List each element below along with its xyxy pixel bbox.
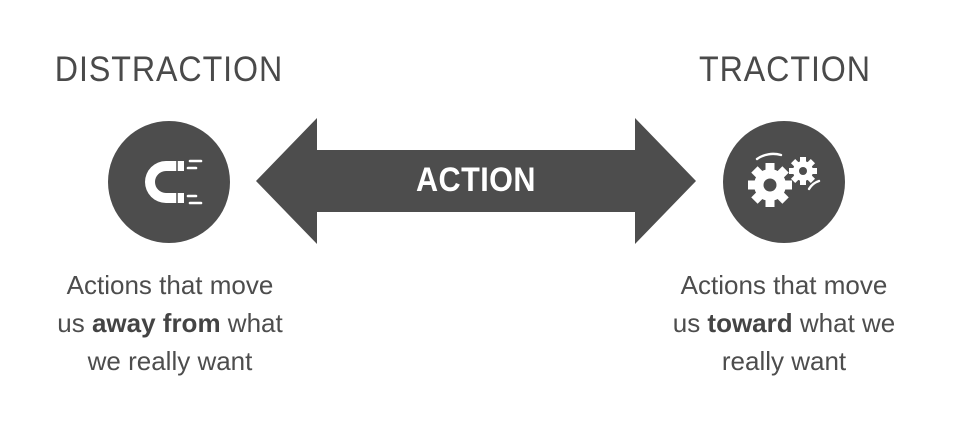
distraction-circle <box>108 121 230 243</box>
traction-heading: TRACTION <box>699 50 871 89</box>
action-label: ACTION <box>415 161 536 199</box>
distraction-desc-line1: Actions that move <box>66 270 274 300</box>
traction-circle <box>723 121 845 243</box>
distraction-heading: DISTRACTION <box>54 50 284 89</box>
traction-desc-line2-post: what we <box>792 308 896 338</box>
traction-desc-line3: really want <box>721 346 847 376</box>
distraction-desc-line3: we really want <box>87 346 253 376</box>
gears-icon <box>748 152 821 207</box>
distraction-desc-emphasis: away from <box>91 308 221 338</box>
traction-description: Actions that move us toward what we real… <box>634 266 934 380</box>
traction-desc-line2-pre: us <box>672 308 708 338</box>
distraction-description: Actions that move us away from what we r… <box>20 266 320 380</box>
action-double-arrow <box>256 118 696 244</box>
traction-desc-emphasis: toward <box>707 308 793 338</box>
traction-desc-line1: Actions that move <box>680 270 888 300</box>
distraction-desc-line2-post: what <box>220 308 283 338</box>
distraction-desc-line2-pre: us <box>57 308 92 338</box>
distraction-desc-line2: us away from what <box>20 304 320 342</box>
traction-desc-line2: us toward what we <box>634 304 934 342</box>
magnet-icon <box>145 159 203 205</box>
